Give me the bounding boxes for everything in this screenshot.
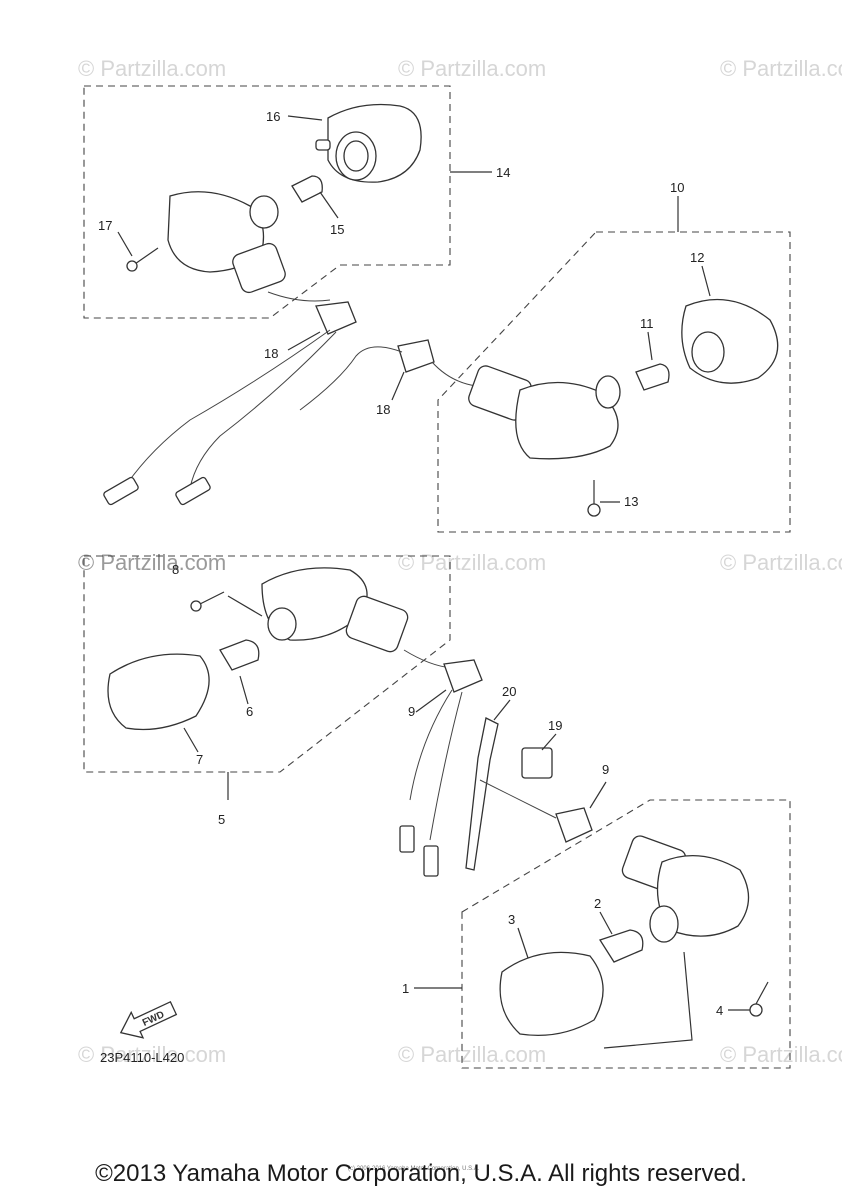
tiny-copyright: (c) 2006-2016 Yamaha Motor Corporation, … bbox=[348, 1166, 480, 1172]
watermarks: © Partzilla.com © Partzilla.com © Partzi… bbox=[78, 56, 842, 1067]
connector-boot bbox=[232, 242, 286, 294]
watermark: © Partzilla.com bbox=[398, 56, 546, 81]
wire-harness-upper: 18 18 bbox=[103, 291, 435, 506]
terminal-d bbox=[423, 845, 439, 877]
callout-9a: 9 bbox=[408, 704, 415, 719]
watermark: © Partzilla.com bbox=[398, 550, 546, 575]
diagram-code: 23P4110-L420 bbox=[100, 1050, 184, 1065]
callout-14: 14 bbox=[496, 165, 510, 180]
fwd-arrow-shape bbox=[119, 1000, 178, 1039]
terminal-a bbox=[103, 476, 139, 506]
callout-13: 13 bbox=[624, 494, 638, 509]
callout-15: 15 bbox=[330, 222, 344, 237]
assembly-10-boundary bbox=[437, 231, 791, 533]
callout-17: 17 bbox=[98, 218, 112, 233]
watermark: © Partzilla.com bbox=[398, 1042, 546, 1067]
assembly-5-boundary bbox=[83, 555, 451, 773]
bulb-2 bbox=[599, 929, 644, 963]
callout-6: 6 bbox=[246, 704, 253, 719]
assembly-14-boundary bbox=[83, 85, 451, 319]
callout-16: 16 bbox=[266, 109, 280, 124]
callout-12: 12 bbox=[690, 250, 704, 265]
callout-8: 8 bbox=[172, 562, 179, 577]
fwd-label: FWD bbox=[141, 1009, 166, 1029]
wire-harness-lower: 9 20 19 9 bbox=[399, 649, 609, 877]
clamp-19 bbox=[521, 747, 553, 779]
callout-5: 5 bbox=[218, 812, 225, 827]
callout-10: 10 bbox=[670, 180, 684, 195]
callout-19: 19 bbox=[548, 718, 562, 733]
callout-20: 20 bbox=[502, 684, 516, 699]
watermark: © Partzilla.com bbox=[78, 56, 226, 81]
lens-7 bbox=[107, 653, 210, 731]
connector-18-left bbox=[315, 301, 357, 335]
callout-9b: 9 bbox=[602, 762, 609, 777]
assembly-1-boundary bbox=[461, 799, 791, 1069]
connector-9-lower bbox=[555, 807, 593, 843]
housing-10 bbox=[515, 381, 619, 460]
callout-2: 2 bbox=[594, 896, 601, 911]
bulb-6 bbox=[219, 639, 260, 671]
callout-4: 4 bbox=[716, 1003, 723, 1018]
connector-18-right bbox=[397, 339, 435, 373]
watermark: © Partzilla.com bbox=[720, 550, 842, 575]
callout-3: 3 bbox=[508, 912, 515, 927]
watermark: © Partzilla.com bbox=[720, 1042, 842, 1067]
callout-11: 11 bbox=[640, 316, 654, 331]
callout-7: 7 bbox=[196, 752, 203, 767]
connector-boot-5 bbox=[345, 595, 409, 653]
assembly-14: 16 14 15 17 bbox=[83, 85, 510, 319]
screw-13 bbox=[587, 503, 601, 517]
terminal-b bbox=[175, 476, 211, 506]
lens-3 bbox=[499, 951, 604, 1037]
callout-1: 1 bbox=[402, 981, 409, 996]
assembly-5: 8 6 7 5 bbox=[83, 555, 451, 827]
screw-4 bbox=[749, 1003, 763, 1017]
cable-tie-20 bbox=[465, 717, 499, 871]
copyright-footer: ©2013 Yamaha Motor Corporation, U.S.A. A… bbox=[95, 1160, 747, 1187]
fwd-arrow: FWD bbox=[119, 1000, 178, 1039]
watermark: © Partzilla.com bbox=[78, 550, 226, 575]
callout-18a: 18 bbox=[264, 346, 278, 361]
assembly-10: 10 11 12 13 bbox=[431, 180, 791, 533]
assembly-1: 1 2 3 4 bbox=[402, 799, 791, 1069]
bulb-11 bbox=[635, 363, 670, 391]
watermark: © Partzilla.com bbox=[720, 56, 842, 81]
callout-18b: 18 bbox=[376, 402, 390, 417]
connector-9-upper bbox=[443, 659, 483, 693]
terminal-c bbox=[399, 825, 415, 853]
watermark: © Partzilla.com bbox=[78, 1042, 226, 1067]
bulb-15 bbox=[291, 175, 323, 203]
